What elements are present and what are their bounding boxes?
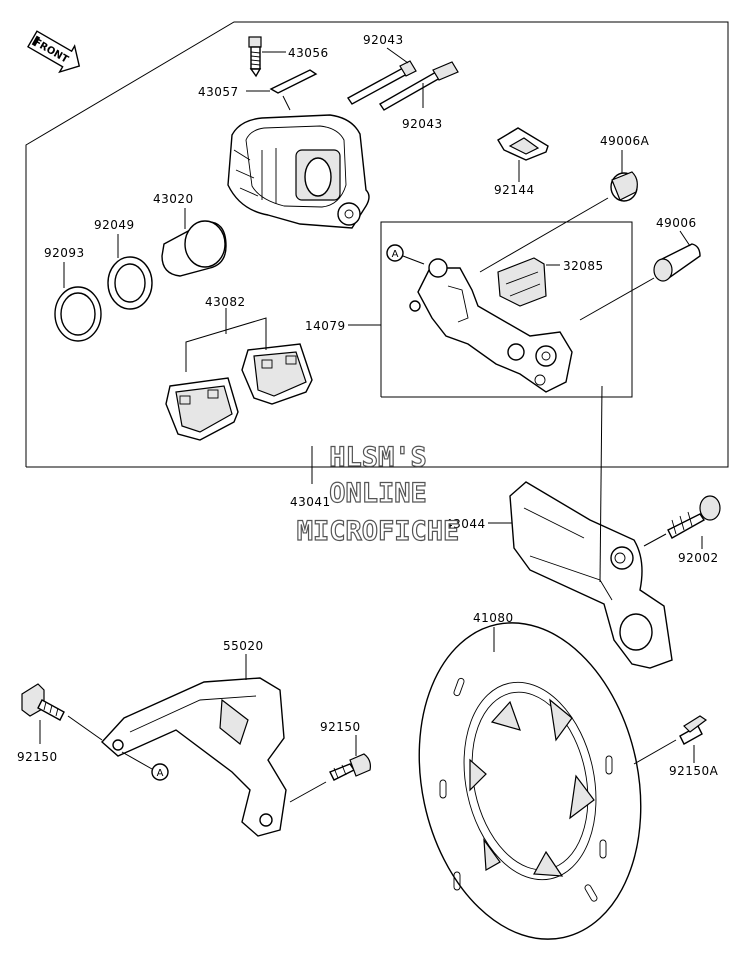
bolt-92150-left-drawing bbox=[21, 683, 65, 721]
caliper-guard-drawing bbox=[100, 677, 287, 837]
piston-seal-drawing bbox=[107, 256, 153, 310]
part-number-92150-left: 92150 bbox=[17, 750, 58, 764]
bolt-92002-drawing bbox=[667, 495, 721, 539]
ref-marker-circle bbox=[386, 244, 404, 262]
part-number-43057: 43057 bbox=[198, 85, 239, 99]
screw-92150a-drawing bbox=[679, 715, 708, 745]
part-number-92150-right: 92150 bbox=[320, 720, 361, 734]
ref-marker-label-lower: A bbox=[157, 768, 164, 779]
holder-spring-drawing bbox=[497, 257, 547, 307]
part-number-49006: 49006 bbox=[656, 216, 697, 230]
brake-disc-drawing bbox=[418, 622, 642, 940]
ref-marker-label: A bbox=[392, 249, 399, 260]
caliper-bracket-drawing bbox=[509, 481, 673, 669]
part-number-43020: 43020 bbox=[153, 192, 194, 206]
part-number-43056: 43056 bbox=[288, 46, 329, 60]
brake-pad-set-drawing bbox=[165, 343, 313, 441]
bleeder-valve-drawing bbox=[248, 36, 262, 78]
part-number-43044: 43044 bbox=[445, 517, 486, 531]
watermark-line-3: MICROFICHE bbox=[297, 516, 460, 547]
part-number-92002: 92002 bbox=[678, 551, 719, 565]
part-number-43082: 43082 bbox=[205, 295, 246, 309]
part-number-92150a: 92150A bbox=[669, 764, 719, 778]
part-number-92043-top: 92043 bbox=[363, 33, 404, 47]
part-number-14079: 14079 bbox=[305, 319, 346, 333]
watermark-line-1: HLSM'S bbox=[329, 442, 427, 473]
boot-49006a-drawing bbox=[610, 171, 638, 202]
part-number-43041: 43041 bbox=[290, 495, 331, 509]
caliper-body-drawing bbox=[227, 114, 370, 229]
part-number-49006a: 49006A bbox=[600, 134, 650, 148]
caliper-holder-drawing bbox=[409, 258, 573, 393]
dust-seal-drawing bbox=[54, 286, 102, 342]
part-number-41080: 41080 bbox=[473, 611, 514, 625]
part-number-92144: 92144 bbox=[494, 183, 535, 197]
bolt-92150-right-drawing bbox=[329, 753, 371, 781]
pad-spring-drawing bbox=[497, 127, 549, 161]
caliper-pin-drawing bbox=[346, 60, 459, 111]
holder-assembly-frame bbox=[380, 221, 633, 398]
caliper-assembly-frame bbox=[25, 21, 729, 468]
part-number-55020: 55020 bbox=[223, 639, 264, 653]
piston-drawing bbox=[161, 220, 227, 277]
part-number-92049: 92049 bbox=[94, 218, 135, 232]
boot-49006-drawing bbox=[653, 243, 701, 282]
front-arrow-icon: FRONT bbox=[27, 30, 81, 74]
part-number-32085: 32085 bbox=[563, 259, 604, 273]
part-number-92043-bottom: 92043 bbox=[402, 117, 443, 131]
watermark-line-2: ONLINE bbox=[329, 478, 427, 509]
ref-marker-circle-lower bbox=[151, 763, 169, 781]
part-number-92093: 92093 bbox=[44, 246, 85, 260]
pin-clip-drawing bbox=[269, 69, 318, 94]
